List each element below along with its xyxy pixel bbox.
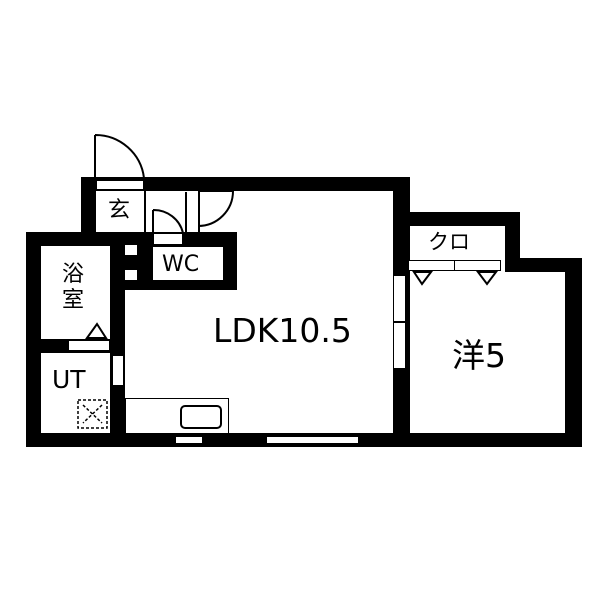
ut-window <box>112 355 124 386</box>
storage-door-swing <box>197 190 234 227</box>
bath-triangle-icon <box>85 322 108 339</box>
closet-label: クロ <box>428 230 470 254</box>
wall-gap-1 <box>125 245 137 255</box>
ldk-bottom-window <box>266 436 359 444</box>
entrance-door-swing <box>94 133 145 179</box>
utility-label: UT <box>52 365 86 394</box>
closet-triangle-left-icon <box>412 271 433 286</box>
wall-entrance-left <box>81 177 96 235</box>
ldk-label: LDK10.5 <box>213 311 352 350</box>
wall-western-right <box>565 258 582 447</box>
entrance-door-frame <box>96 180 144 190</box>
wc-floor <box>153 247 223 280</box>
wall-western-top <box>505 258 582 272</box>
wc-door-swing <box>152 208 184 234</box>
wc-label: WC <box>162 252 200 277</box>
closet-triangle-right-icon <box>476 271 498 286</box>
wall-western-bottom <box>405 433 582 447</box>
wall-top <box>81 177 410 191</box>
wc-door-frame <box>153 233 183 245</box>
washer-icon <box>77 399 108 429</box>
wall-gap-2 <box>125 270 137 280</box>
western-room-label: 洋5 <box>452 336 506 375</box>
entrance-label: 玄 <box>108 198 131 223</box>
kitchen-bottom-window <box>175 436 203 444</box>
bath-label: 浴室 <box>62 262 85 314</box>
bath-door <box>68 340 110 351</box>
wall-closet-top <box>405 212 520 226</box>
entrance-divider <box>144 191 146 232</box>
wall-closet-right <box>505 212 520 270</box>
closet-door-right <box>454 260 501 271</box>
closet-door-line-1 <box>185 192 187 232</box>
wall-bath-right <box>110 232 125 447</box>
wall-left <box>26 232 41 447</box>
ldk-sliding-door-split <box>394 321 406 323</box>
kitchen-sink <box>180 405 222 429</box>
closet-door-line-2 <box>198 192 200 232</box>
